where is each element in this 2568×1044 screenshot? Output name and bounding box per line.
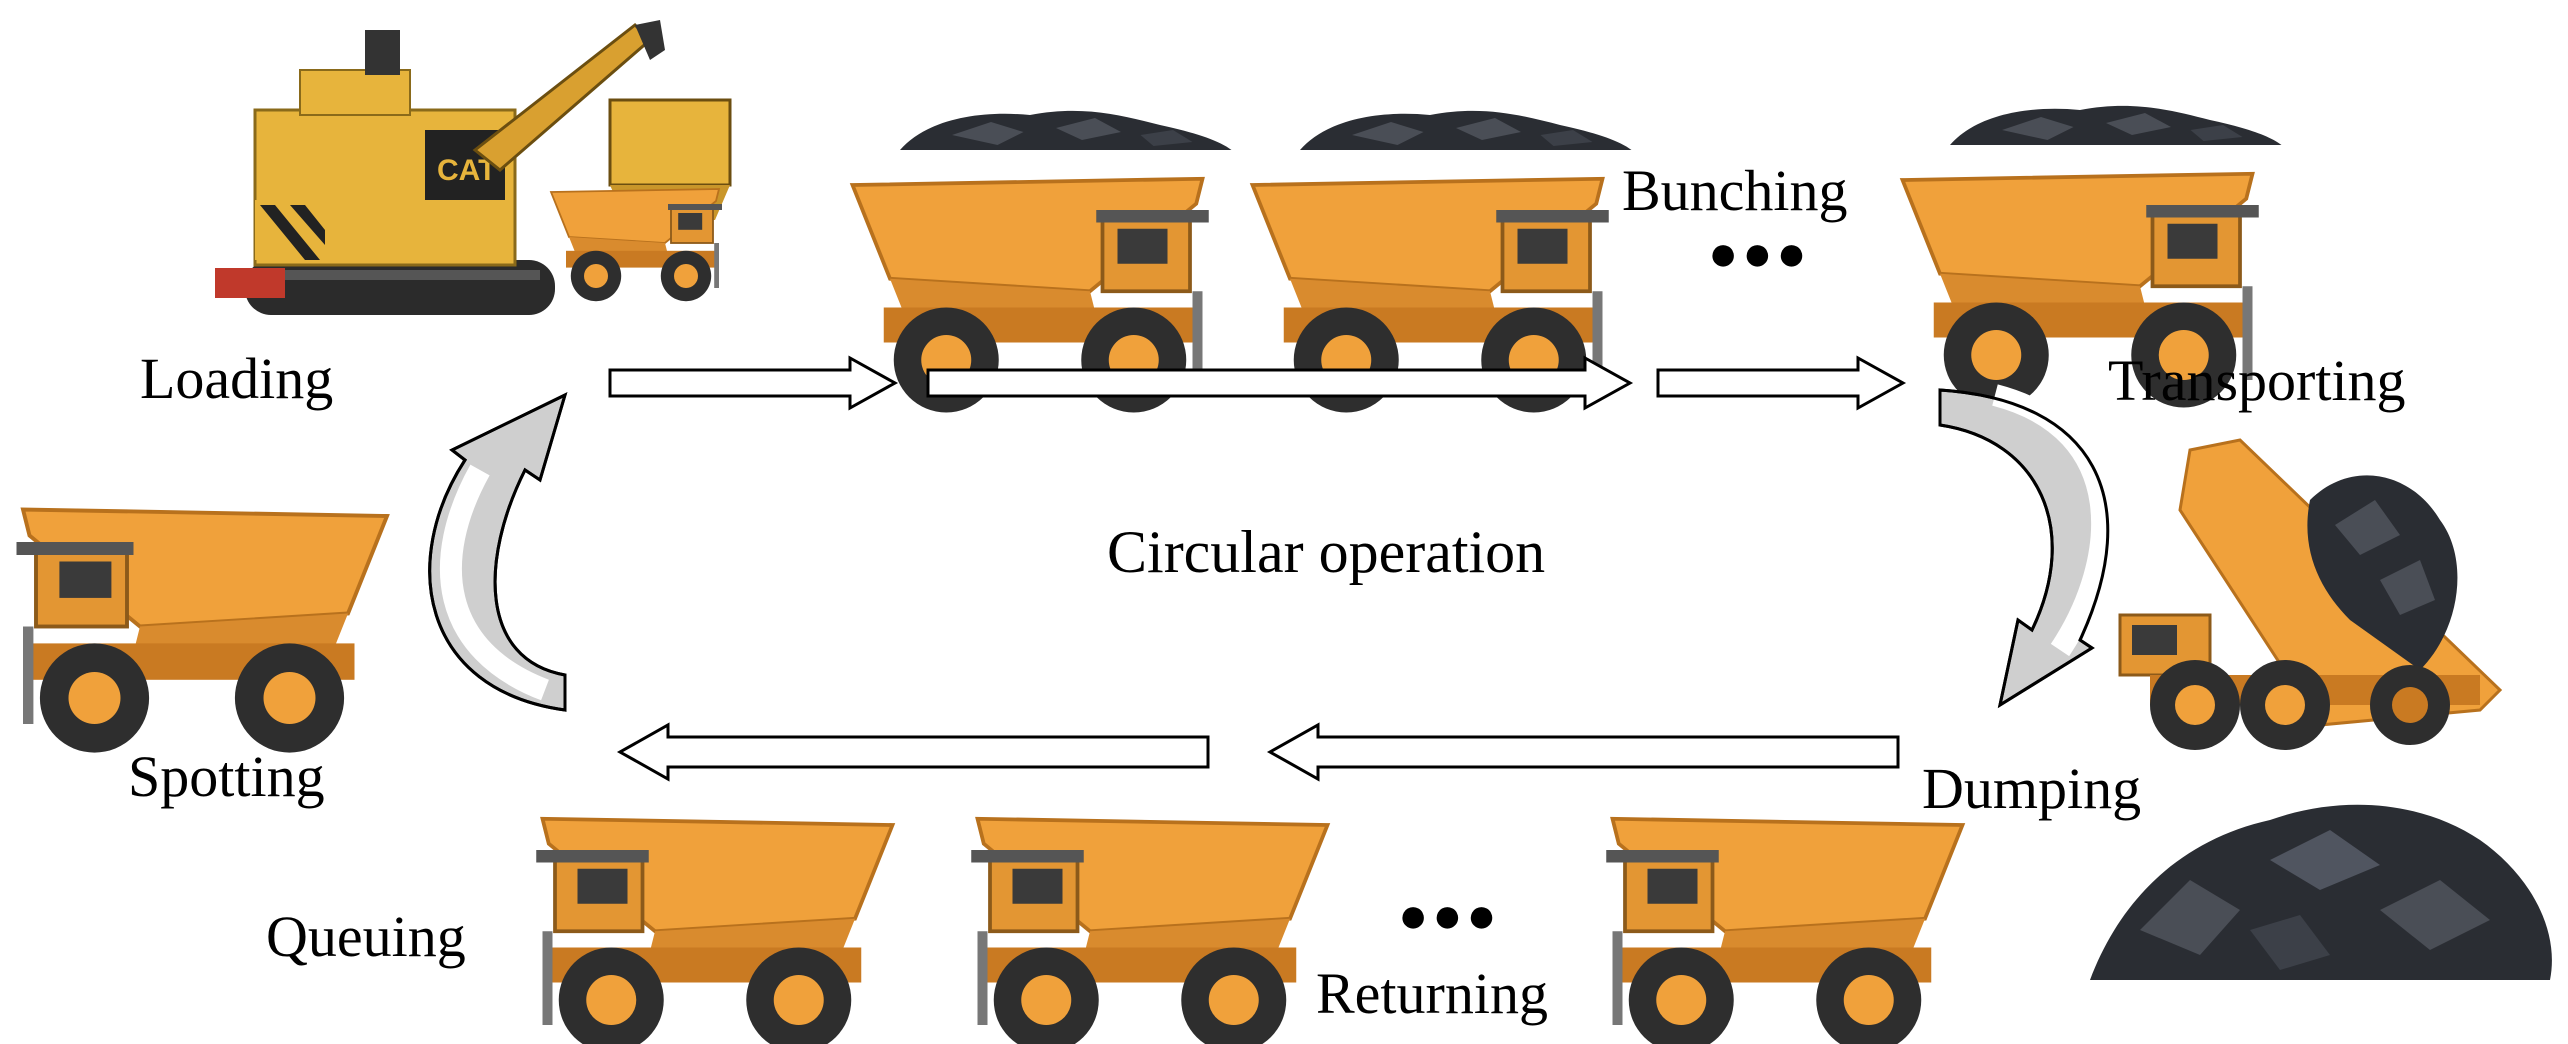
label-loading: Loading bbox=[140, 346, 334, 411]
returning-truck-2-image bbox=[969, 816, 1330, 1044]
loaded-truck-2-image bbox=[1250, 110, 1632, 415]
arrow-loading-to-bunching bbox=[608, 355, 899, 411]
curved-arrow-right bbox=[1938, 384, 2113, 709]
arrow-dumping-to-returning bbox=[1266, 722, 1900, 782]
spotting-truck-image bbox=[14, 507, 389, 755]
arrow-returning-to-queuing bbox=[616, 722, 1210, 782]
arrow-to-transporting bbox=[1656, 355, 1907, 411]
arrow-bunching-long bbox=[926, 355, 1634, 411]
label-dumping: Dumping bbox=[1922, 756, 2142, 821]
ellipsis-top: ●●● bbox=[1708, 225, 1811, 281]
coal-pile-image bbox=[2090, 804, 2552, 980]
label-queuing: Queuing bbox=[266, 904, 466, 969]
label-bunching: Bunching bbox=[1622, 158, 1848, 223]
label-transporting: Transporting bbox=[2108, 348, 2406, 413]
returning-truck-3-image bbox=[1604, 816, 1965, 1044]
returning-truck-1-image bbox=[534, 816, 895, 1044]
label-circular-operation: Circular operation bbox=[1107, 519, 1546, 585]
loaded-truck-1-image bbox=[850, 110, 1232, 415]
label-spotting: Spotting bbox=[128, 744, 325, 809]
label-returning: Returning bbox=[1316, 961, 1548, 1026]
excavator-loading-image: CAT bbox=[215, 20, 732, 315]
curved-arrow-left bbox=[428, 392, 568, 712]
ellipsis-bottom: ●●● bbox=[1398, 887, 1501, 943]
dumping-truck-image bbox=[2118, 438, 2503, 750]
